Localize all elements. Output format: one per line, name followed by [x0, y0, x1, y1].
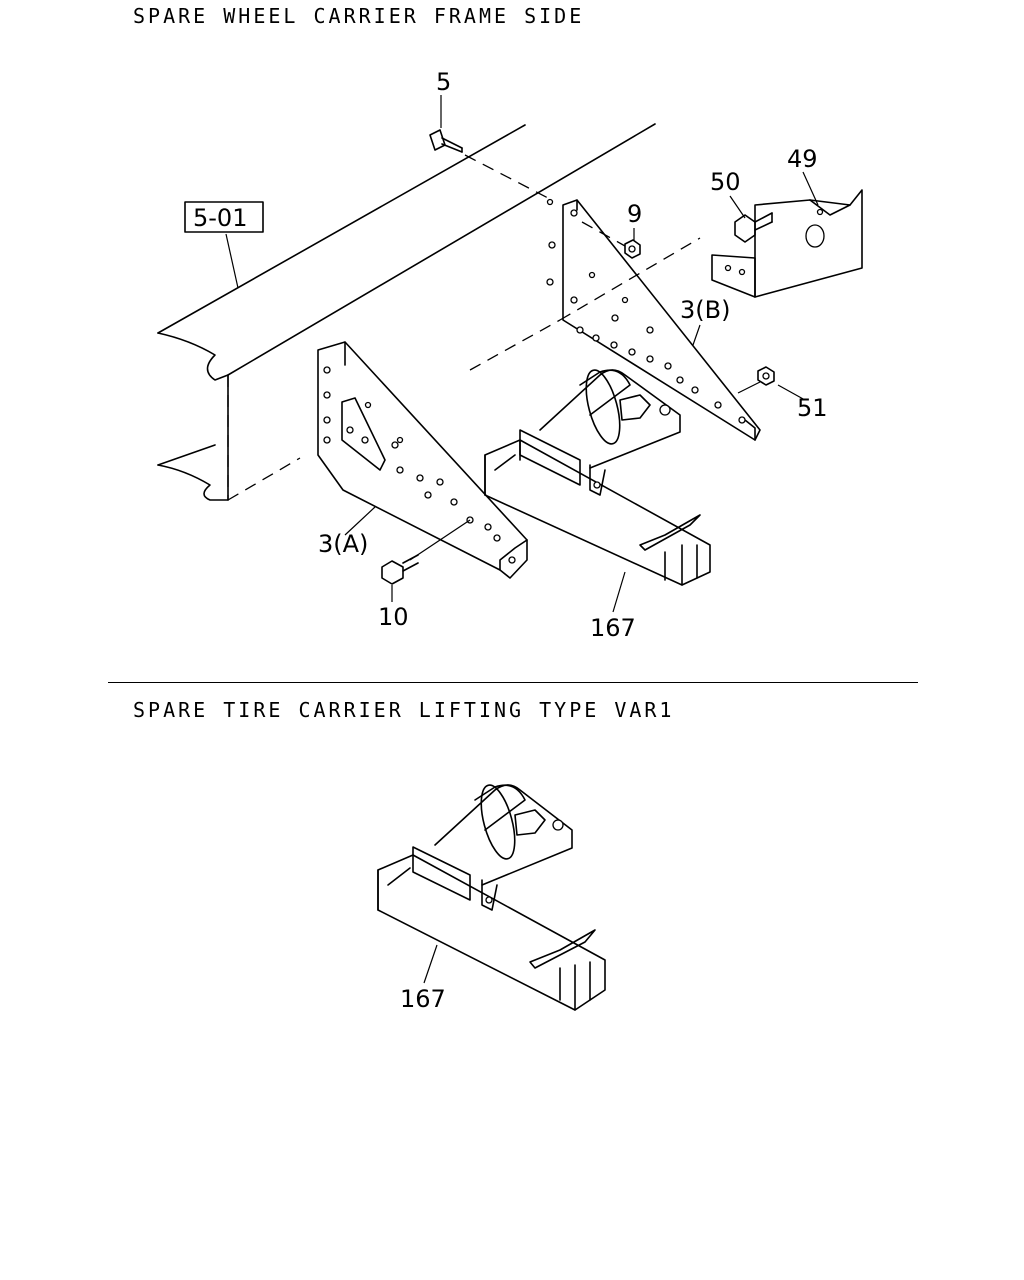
bracket-49	[711, 189, 863, 298]
callout-3b: 3(B)	[680, 296, 730, 324]
callout-5: 5	[436, 68, 451, 96]
callout-49: 49	[787, 145, 818, 173]
nut-9	[581, 221, 641, 259]
leader-lines	[225, 95, 819, 984]
callout-9: 9	[627, 200, 642, 228]
section-title-lifting-type: SPARE TIRE CARRIER LIFTING TYPE VAR1	[133, 698, 675, 722]
bolt-50	[734, 212, 773, 243]
section-divider	[108, 682, 918, 683]
callout-51: 51	[797, 394, 828, 422]
bracket-3a	[317, 341, 528, 579]
callout-167-top: 167	[590, 614, 636, 642]
callout-167-bottom: 167	[400, 985, 446, 1013]
callout-10: 10	[378, 603, 409, 631]
callout-3a: 3(A)	[318, 530, 368, 558]
reference-box-5-01	[184, 201, 264, 233]
bolt-10	[381, 519, 471, 585]
nut-51	[737, 366, 775, 394]
carrier-167-top	[484, 369, 711, 586]
section-title-frame-side: SPARE WHEEL CARRIER FRAME SIDE	[133, 4, 585, 28]
callout-50: 50	[710, 168, 741, 196]
bracket-3b	[546, 199, 761, 441]
frame-rail	[157, 123, 701, 501]
callout-5-01: 5-01	[193, 204, 247, 232]
carrier-167-bottom	[377, 784, 606, 1011]
bolt-5	[429, 129, 554, 206]
